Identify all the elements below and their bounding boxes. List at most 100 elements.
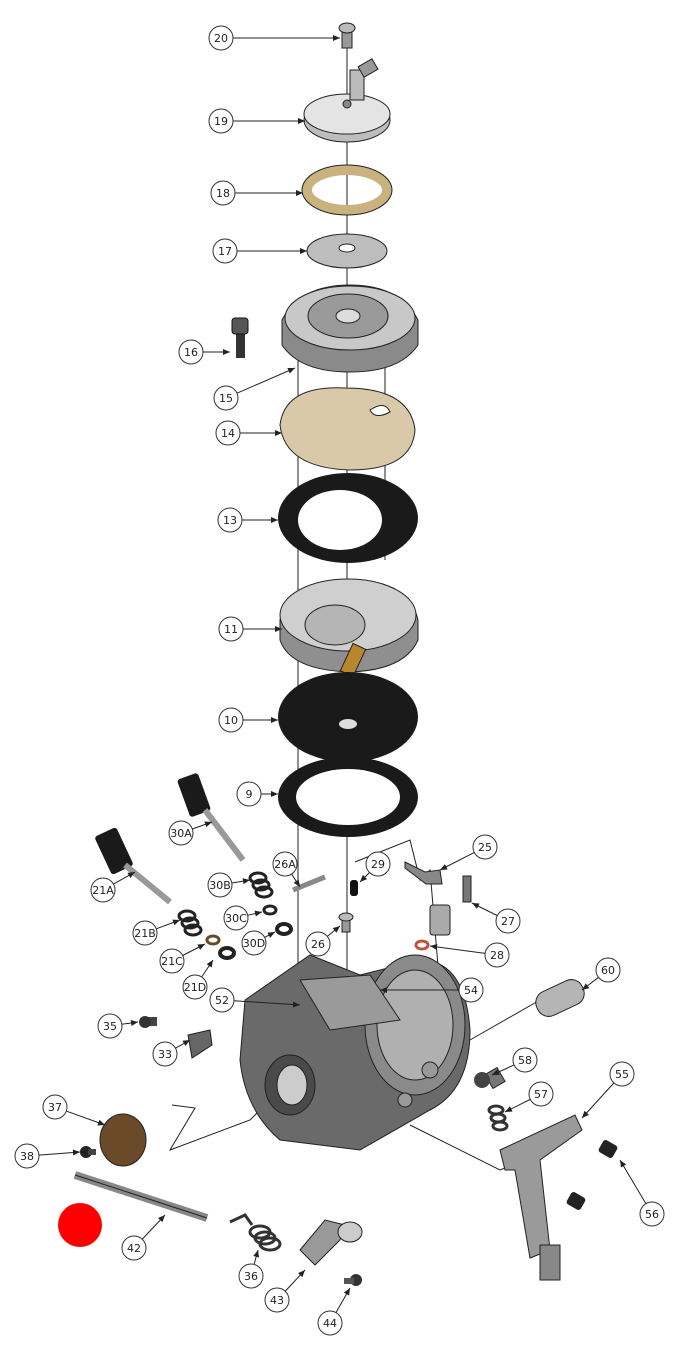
arrowhead-icon: [127, 872, 135, 879]
callout-circle: [213, 385, 239, 411]
callout-label: 9: [246, 788, 253, 801]
callout-circle: [209, 987, 235, 1013]
callout-26a: 26A: [272, 851, 301, 888]
arrowhead-icon: [582, 983, 590, 990]
callout-label: 55: [615, 1068, 629, 1081]
callout-label: 15: [219, 392, 233, 405]
callout-60: 60: [581, 957, 621, 991]
arrowhead-icon: [505, 1106, 513, 1112]
callout-label: 20: [214, 32, 228, 45]
callout-circle: [90, 877, 116, 903]
callout-circle: [168, 820, 194, 846]
callout-circle: [159, 948, 185, 974]
part-37-throttle-plate: [99, 1113, 147, 1167]
callout-label: 21B: [134, 927, 156, 940]
part-60-sleeve: [535, 979, 585, 1017]
callout-circle: [182, 974, 208, 1000]
leader-line: [619, 1159, 647, 1204]
callout-label: 38: [20, 1150, 34, 1163]
arrowhead-icon: [130, 1020, 138, 1026]
callout-42: 42: [121, 1214, 166, 1261]
callout-19: 19: [208, 108, 305, 134]
callout-circle: [528, 1081, 554, 1107]
callout-circle: [215, 420, 241, 446]
arrowhead-icon: [333, 35, 340, 41]
main-carburetor-body: [239, 954, 471, 1151]
callout-label: 33: [158, 1048, 172, 1061]
callout-label: 26: [311, 938, 325, 951]
part-57-spring: [487, 1104, 509, 1132]
callout-circle: [512, 1047, 538, 1073]
callout-11: 11: [218, 616, 282, 642]
callout-label: 28: [490, 949, 504, 962]
part-14-gasket: [279, 387, 416, 471]
callout-label: 17: [218, 245, 232, 258]
callout-circle: [365, 851, 391, 877]
callout-43: 43: [264, 1269, 306, 1313]
arrowhead-icon: [343, 1288, 350, 1296]
callout-circle: [238, 1263, 264, 1289]
callout-circle: [217, 507, 243, 533]
arrowhead-icon: [332, 926, 340, 933]
callout-18: 18: [210, 180, 303, 206]
callout-label: 42: [127, 1242, 141, 1255]
callout-15: 15: [213, 367, 296, 411]
callout-30d: 30D: [241, 930, 276, 956]
arrowhead-icon: [97, 1119, 105, 1126]
callout-label: 14: [221, 427, 235, 440]
leader-line: [236, 367, 296, 394]
part-35-screw: [139, 1016, 157, 1028]
callout-label: 44: [323, 1317, 337, 1330]
arrowhead-icon: [158, 1215, 165, 1223]
callout-circle: [272, 851, 298, 877]
callout-circle: [42, 1094, 68, 1120]
callout-circle: [305, 931, 331, 957]
part-18-ring-outline: [301, 164, 393, 216]
part-21a-needle: [95, 827, 172, 905]
callout-37: 37: [42, 1094, 106, 1126]
callout-17: 17: [212, 238, 307, 264]
callout-30b: 30B: [207, 872, 251, 898]
callout-52: 52: [209, 987, 301, 1013]
callout-label: 30B: [209, 879, 231, 892]
part-18-ring: [302, 165, 392, 215]
callout-label: 21D: [184, 981, 206, 994]
leader-line: [429, 945, 486, 954]
leader-line: [581, 1082, 615, 1119]
part-42-shaft: [73, 1171, 209, 1222]
callout-label: 18: [216, 187, 230, 200]
part-29-plug: [350, 880, 358, 896]
callout-circle: [495, 908, 521, 934]
part-43-lever: [299, 1219, 363, 1266]
callout-label: 60: [601, 964, 615, 977]
callout-label: 58: [518, 1054, 532, 1067]
part-20-screw: [338, 22, 356, 49]
callout-label: 10: [224, 714, 238, 727]
callout-33: 33: [152, 1039, 191, 1067]
part-15-cover: [281, 284, 419, 373]
callout-circle: [609, 1061, 635, 1087]
arrowhead-icon: [72, 1149, 80, 1156]
part-36-spring: [229, 1213, 282, 1252]
arrowhead-icon: [254, 910, 262, 917]
callout-58: 58: [491, 1047, 538, 1076]
callout-16: 16: [178, 339, 230, 365]
arrowhead-icon: [298, 1270, 305, 1278]
part-13-gasket: [278, 473, 418, 563]
arrowhead-icon: [430, 943, 438, 950]
callout-29: 29: [359, 851, 391, 883]
callout-9: 9: [236, 781, 278, 807]
callout-circle: [208, 108, 234, 134]
arrowhead-icon: [360, 874, 368, 882]
callout-circle: [97, 1013, 123, 1039]
arrowhead-icon: [582, 1110, 589, 1118]
callout-54: 54: [380, 977, 484, 1003]
callout-44: 44: [317, 1287, 351, 1336]
arrowhead-icon: [204, 821, 212, 828]
callout-label: 21C: [161, 955, 183, 968]
arrowhead-icon: [172, 919, 180, 926]
callout-21b: 21B: [132, 919, 181, 946]
part-27-needle-valve: [429, 875, 472, 936]
arrowhead-icon: [296, 190, 303, 196]
